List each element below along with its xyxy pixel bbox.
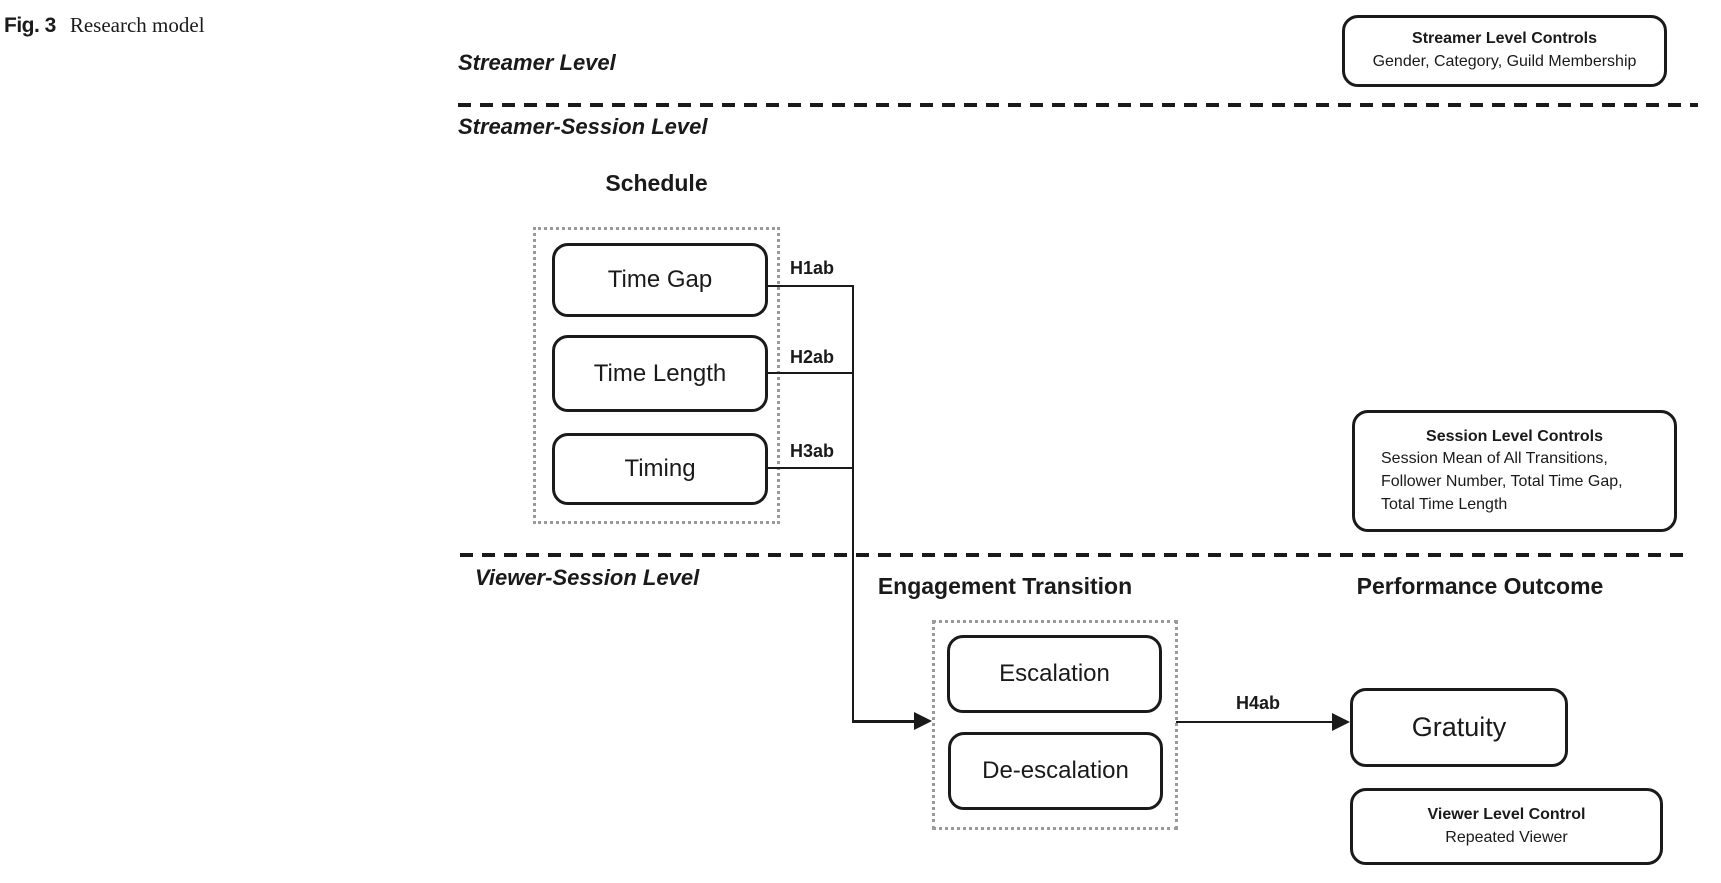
session-level-controls-line-1: Session Mean of All Transitions,: [1381, 450, 1608, 468]
session-level-controls-title: Session Level Controls: [1426, 427, 1603, 445]
divider-streamer-level: [458, 103, 1698, 107]
node-gratuity: Gratuity: [1350, 688, 1568, 767]
viewer-level-control-box: Viewer Level Control Repeated Viewer: [1350, 788, 1663, 865]
node-escalation: Escalation: [947, 635, 1162, 713]
h1-connector-line: [768, 285, 854, 287]
figure-label: Fig. 3: [4, 14, 56, 37]
hypothesis-label-h2ab: H2ab: [790, 347, 835, 367]
node-time-gap-label: Time Gap: [607, 266, 713, 293]
section-label-streamer-level: Streamer Level: [458, 50, 616, 75]
streamer-level-controls-box: Streamer Level Controls Gender, Category…: [1342, 15, 1667, 87]
node-time-gap: Time Gap: [552, 243, 768, 317]
h4-arrowhead-icon: [1332, 713, 1350, 731]
engagement-group-outline: [932, 620, 1178, 830]
session-level-controls-box: Session Level Controls Session Mean of A…: [1352, 410, 1677, 532]
viewer-level-control-body: Repeated Viewer: [1445, 828, 1568, 846]
session-level-controls-line-3: Total Time Length: [1381, 495, 1508, 513]
divider-viewer-session-level: [460, 553, 1690, 557]
trunk-connector-vertical: [852, 285, 854, 722]
hypothesis-label-h4ab: H4ab: [1236, 693, 1281, 713]
node-de-escalation: De-escalation: [948, 732, 1163, 810]
hypothesis-label-h3ab: H3ab: [790, 441, 835, 461]
node-time-length: Time Length: [552, 335, 768, 412]
h4-connector-line: [1176, 721, 1332, 723]
node-time-length-label: Time Length: [593, 359, 727, 387]
node-gratuity-label: Gratuity: [1411, 712, 1507, 742]
figure-caption: Fig. 3 Research model: [4, 13, 205, 38]
figure-title: Research model: [69, 13, 205, 37]
trunk-arrowhead-icon: [914, 712, 932, 730]
hypothesis-label-h1ab: H1ab: [790, 258, 835, 278]
streamer-level-controls-body: Gender, Category, Guild Membership: [1372, 53, 1637, 70]
section-label-viewer-session-level: Viewer-Session Level: [475, 565, 700, 590]
performance-group-title: Performance Outcome: [1356, 573, 1604, 599]
schedule-group-outline: [533, 227, 780, 524]
trunk-connector-horizontal: [852, 720, 916, 723]
h2-connector-line: [768, 372, 854, 374]
node-timing: Timing: [552, 433, 768, 505]
section-label-streamer-session-level: Streamer-Session Level: [458, 114, 708, 139]
node-escalation-label: Escalation: [999, 660, 1110, 687]
session-level-controls-line-2: Follower Number, Total Time Gap,: [1381, 473, 1623, 490]
streamer-level-controls-title: Streamer Level Controls: [1412, 30, 1597, 48]
schedule-group-title: Schedule: [605, 170, 708, 196]
h3-connector-line: [768, 467, 854, 469]
engagement-group-title: Engagement Transition: [877, 573, 1133, 599]
node-timing-label: Timing: [624, 455, 696, 482]
session-level-controls-body: Session Mean of All Transitions, Followe…: [1355, 448, 1674, 516]
node-de-escalation-label: De-escalation: [982, 757, 1129, 784]
viewer-level-control-title: Viewer Level Control: [1427, 805, 1586, 823]
